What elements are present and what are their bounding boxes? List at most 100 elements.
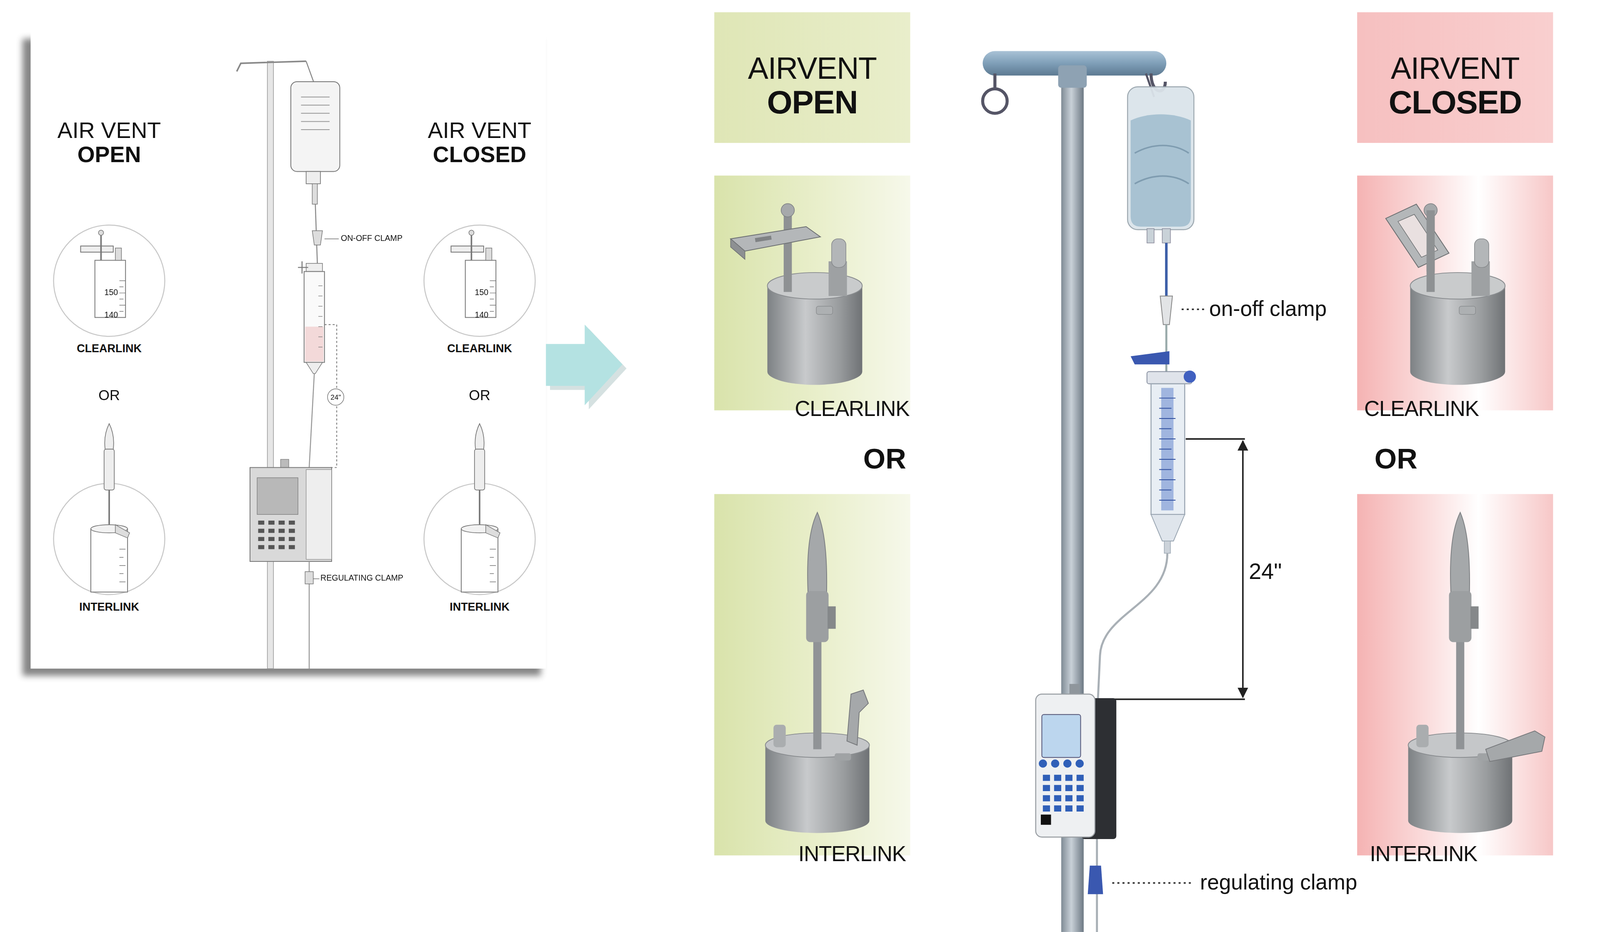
connector-name: CLEARLINK [447, 342, 513, 355]
callout-label: 24" [330, 393, 341, 401]
tubing [1097, 552, 1168, 698]
drip-chamber [1164, 540, 1171, 553]
callout-label: 150 [104, 288, 119, 298]
text-label: OR [98, 387, 120, 403]
dimension-line [1185, 437, 1245, 440]
text-label: AIR VENT [57, 119, 161, 143]
transition-arrow [545, 324, 623, 405]
pump-screen [1041, 714, 1081, 758]
burette-clamp [1130, 350, 1170, 365]
state-label: OPEN [767, 84, 858, 120]
burette-outlet [1150, 514, 1185, 541]
ring-stem [993, 73, 997, 88]
pole-joint [1058, 65, 1088, 88]
connector-name: INTERLINK [449, 600, 510, 613]
text-label: CLOSED [432, 143, 527, 167]
vent-rod-front [1426, 210, 1435, 272]
pole-ring [982, 88, 1008, 114]
vent-tab-edge [730, 238, 745, 260]
header-label: AIRVENT [1390, 51, 1520, 85]
interlink-base [1408, 512, 1513, 833]
pump-screen [257, 477, 298, 515]
bag-fluid [1130, 114, 1191, 227]
callout-label: ON-OFF CLAMP [340, 234, 403, 243]
clearlink-detail [80, 230, 126, 318]
tubing [309, 373, 315, 468]
iv-pole [267, 61, 274, 669]
leader-line [313, 578, 320, 579]
text-label: on-off clamp [1209, 297, 1327, 319]
scale-ticks [318, 285, 323, 348]
header-label: AIRVENT [747, 51, 877, 85]
state-header: AIRVENTOPEN [714, 12, 910, 143]
interlink-detail [90, 423, 130, 592]
state-header: AIRVENTCLOSED [1357, 12, 1553, 143]
interlink-base [765, 512, 870, 833]
infusion-pump [250, 467, 332, 562]
text-label: AIR VENT [427, 119, 532, 143]
on-off-clamp [1160, 295, 1173, 325]
text-label: 24" [1248, 560, 1282, 583]
interlink-detail [461, 423, 500, 592]
text-label: regulating clamp [1200, 870, 1358, 893]
circle-border [424, 225, 536, 337]
vent-knob [1183, 370, 1196, 383]
vent-lever-closed [1485, 730, 1545, 761]
clearlink-closed-art [1385, 203, 1506, 385]
callout-label: REGULATING CLAMP [320, 574, 404, 583]
dimension-arrow [1242, 440, 1244, 698]
dimension-line [1114, 698, 1245, 700]
burette-cap [306, 263, 323, 272]
interlink-closed-art [1408, 512, 1545, 833]
connector-name: INTERLINK [1370, 842, 1478, 864]
pump-bracket [306, 469, 332, 560]
tab-slot [755, 235, 772, 243]
connector-name: CLEARLINK [76, 342, 142, 355]
text-label: OPEN [77, 143, 142, 167]
vent-tab-closed [1385, 204, 1450, 268]
pole-hanger [236, 61, 307, 72]
burette [1150, 383, 1185, 515]
fluid-highlight [1134, 145, 1189, 184]
callout-label: 150 [475, 288, 489, 298]
callout-label: 140 [475, 311, 489, 320]
scale-ticks [1159, 397, 1176, 500]
infusion-pump [1035, 693, 1095, 837]
bag-port [1162, 228, 1171, 243]
bag-hook [306, 61, 315, 84]
burette-fluid [305, 326, 324, 362]
center-illustration [982, 50, 1245, 932]
callout-label: 140 [104, 311, 119, 320]
bag-stripes [300, 97, 330, 130]
clearlink-open-art [730, 203, 863, 385]
pump-buttons [1042, 759, 1080, 768]
circle-border [53, 225, 165, 337]
iv-bag [1127, 86, 1194, 230]
burette [304, 271, 325, 363]
leader-line [1112, 882, 1194, 884]
bag-port [306, 171, 321, 184]
leader-line [324, 238, 339, 239]
pump-keypad [1042, 777, 1084, 808]
leader-line [1181, 308, 1207, 310]
spike [312, 183, 318, 205]
vent-tab-open [730, 226, 821, 252]
iv-bag [290, 81, 340, 172]
drip-chamber [306, 362, 323, 374]
text-label: OR [1374, 445, 1418, 474]
spike [1165, 324, 1168, 372]
connector-name: CLEARLINK [795, 397, 910, 419]
state-label: CLOSED [1388, 84, 1522, 120]
bag-port [1147, 228, 1155, 243]
connector-name: INTERLINK [798, 842, 906, 864]
pump-power [1040, 814, 1051, 825]
vent-lever-open [847, 690, 869, 745]
connector-name: INTERLINK [79, 600, 140, 613]
tubing [1165, 242, 1168, 298]
regulating-clamp [1087, 865, 1104, 895]
on-off-clamp [312, 230, 323, 245]
